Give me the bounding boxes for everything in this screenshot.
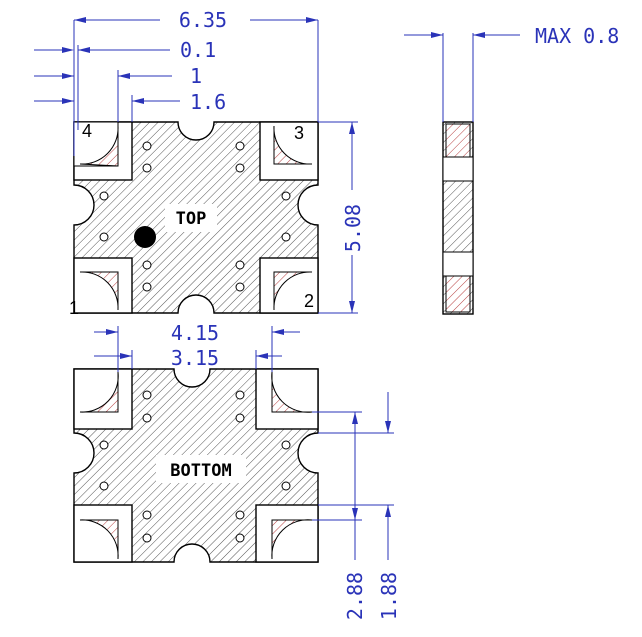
- pin-3-label: 3: [294, 123, 304, 143]
- pin-2-label: 2: [304, 291, 314, 311]
- dim-inner-height: 1.88: [377, 572, 401, 620]
- side-pad-bottom: [445, 275, 471, 313]
- side-pad-top: [445, 123, 471, 158]
- pad-3: [259, 121, 319, 181]
- bottom-view: BOTTOM: [73, 368, 319, 563]
- pad-1: [73, 257, 133, 314]
- bottom-vias: [99, 390, 291, 543]
- dim-outer-height: 2.88: [343, 572, 367, 620]
- bottom-pad-bottom-right: [255, 504, 319, 563]
- pad-4: [73, 121, 133, 181]
- bottom-pad-bottom-left: [73, 504, 133, 563]
- dim-offset-c: 1.6: [190, 90, 226, 114]
- side-view: MAX 0.8: [404, 24, 619, 315]
- top-dimensions: 6.35 0.1 1 1.6 5.08: [34, 8, 365, 314]
- dim-thickness: MAX 0.8: [535, 24, 619, 48]
- dim-height: 5.08: [341, 204, 365, 252]
- pin-1-label: 1: [69, 298, 79, 318]
- dim-overall-width: 6.35: [179, 8, 227, 32]
- bottom-dimensions: 4.15 3.15 2.88 1.88: [94, 321, 401, 620]
- bottom-label: BOTTOM: [170, 461, 231, 481]
- pin1-marker-dot: [134, 226, 156, 248]
- dim-offset-b: 1: [190, 64, 202, 88]
- dim-outer-width: 4.15: [171, 321, 219, 345]
- dim-offset-a: 0.1: [180, 38, 216, 62]
- top-vias: [99, 141, 291, 292]
- bottom-pad-top-left: [73, 368, 133, 430]
- bottom-pad-top-right: [255, 368, 319, 430]
- top-label: TOP: [176, 209, 207, 229]
- top-view: TOP 4 3 1 2: [69, 121, 319, 318]
- pad-2: [259, 257, 319, 314]
- dim-inner-width: 3.15: [171, 346, 219, 370]
- pin-4-label: 4: [82, 121, 92, 141]
